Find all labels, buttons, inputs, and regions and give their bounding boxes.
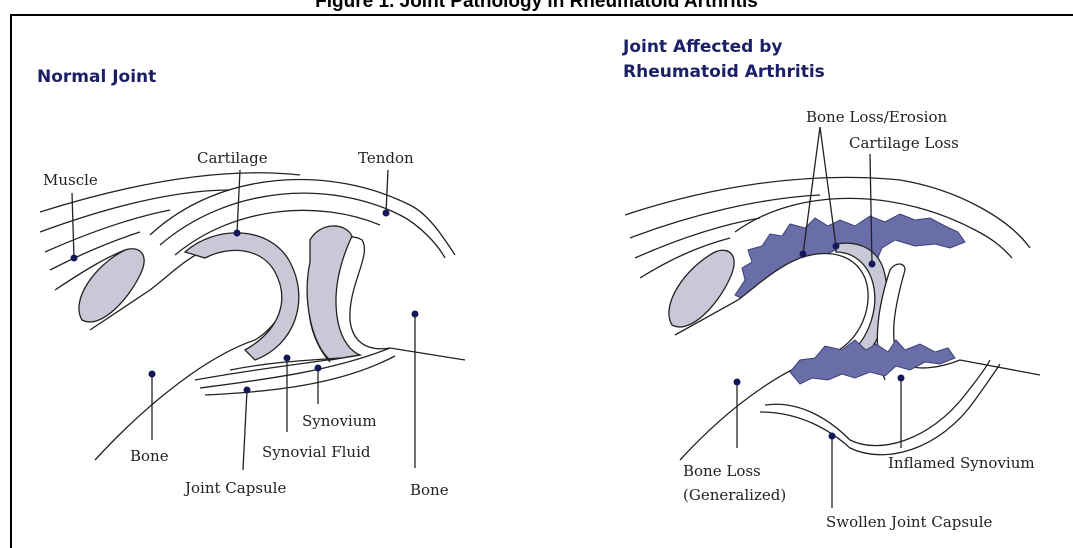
tendon-marker (383, 210, 390, 217)
cartilage-loss-marker (869, 261, 876, 268)
synovium-marker (315, 365, 322, 372)
inflamed-synovium-marker (898, 375, 905, 382)
bone-erosion-marker-1 (800, 251, 807, 258)
tendon-label: Tendon (358, 149, 414, 167)
bone-left-label: Bone (130, 447, 169, 465)
muscle-fiber (45, 210, 170, 252)
bone-erosion-marker-2 (833, 243, 840, 250)
ra-joint-panel: Joint Affected by Rheumatoid Arthritis (622, 37, 1040, 531)
normal-joint-panel: Normal Joint (37, 67, 465, 499)
synovium-label: Synovium (302, 412, 377, 430)
muscle-label: Muscle (43, 171, 98, 189)
normal-joint-title: Normal Joint (37, 67, 156, 87)
bone-loss-erosion-label: Bone Loss/Erosion (806, 108, 947, 126)
joint-capsule-marker (244, 387, 251, 394)
muscle-marker (71, 255, 78, 262)
cartilage-loss-label: Cartilage Loss (849, 134, 959, 152)
bone-loss-marker (734, 379, 741, 386)
joint-capsule-pointer (243, 390, 247, 470)
ra-title-line2: Rheumatoid Arthritis (623, 62, 825, 82)
muscle-fiber (635, 218, 760, 258)
bone-right-label: Bone (410, 481, 449, 499)
cartilage-marker (234, 230, 241, 237)
capsule-lower-outer (205, 356, 395, 395)
tendon-pointer (386, 170, 388, 213)
synovial-fluid-marker (284, 355, 291, 362)
cartilage-label: Cartilage (197, 149, 268, 167)
synovial-fluid-label: Synovial Fluid (262, 443, 371, 461)
swollen-joint-capsule-label: Swollen Joint Capsule (826, 513, 993, 531)
bone-loss-label-line2: (Generalized) (683, 486, 786, 504)
muscle-fiber (40, 190, 230, 232)
ra-title-line1: Joint Affected by (622, 37, 783, 57)
bone-right-marker (412, 311, 419, 318)
bone-loss-label-line1: Bone Loss (683, 462, 761, 480)
bone-left-marker (149, 371, 156, 378)
joint-capsule-label: Joint Capsule (183, 479, 286, 497)
swollen-capsule-marker (829, 433, 836, 440)
inflamed-synovium-label: Inflamed Synovium (888, 454, 1035, 472)
